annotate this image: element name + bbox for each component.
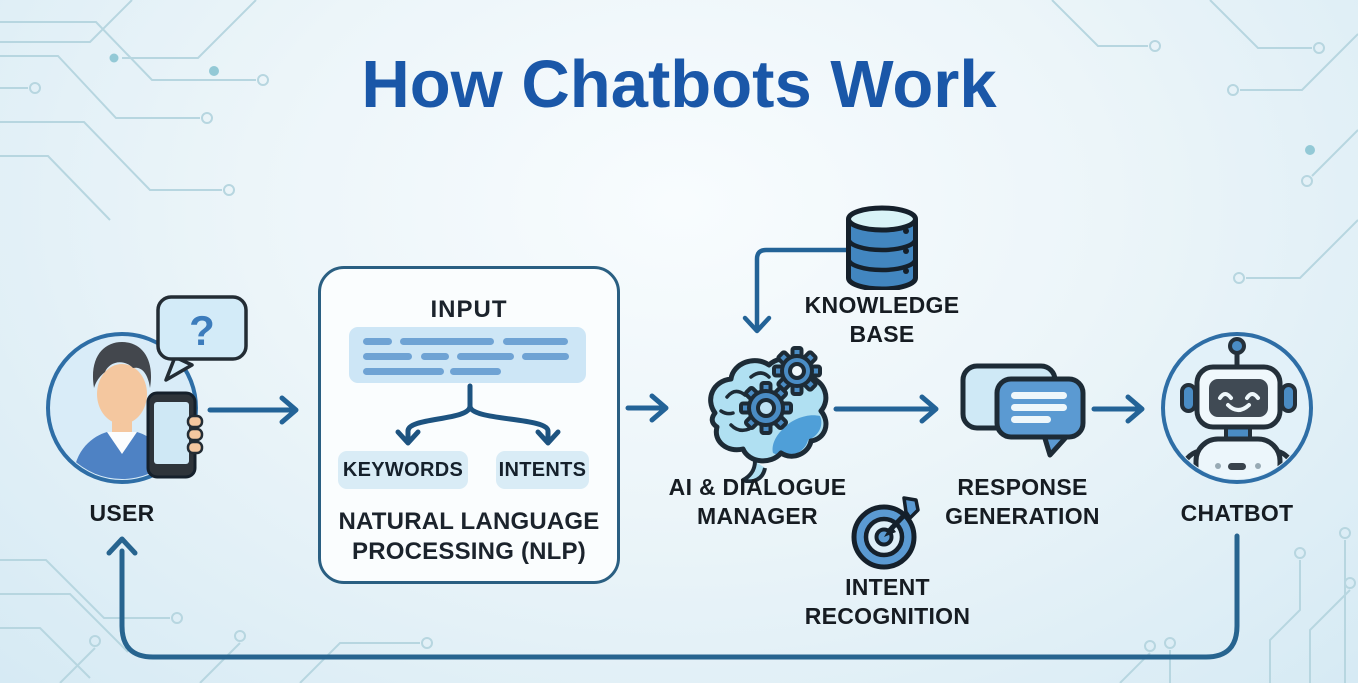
user-with-phone-icon: ? [46,295,248,484]
input-text-line [363,353,412,360]
arrow-knowledge-base-to-ai [742,247,849,334]
arrow-feedback-chatbot-to-user [106,533,1240,660]
input-text-line [450,368,501,375]
input-text-line [421,353,449,360]
input-text-line [363,338,392,345]
antenna-icon [1228,337,1246,355]
input-text-line [503,338,568,345]
response-generation-label: RESPONSE GENERATION [945,474,1100,529]
user-hair [92,342,152,388]
input-text-line [522,353,569,360]
robot-icon [1161,332,1313,484]
circuit-traces-top-left [0,0,269,221]
question-mark: ? [189,307,215,354]
branch-connector [395,383,561,446]
target-dart-icon [851,496,920,570]
user-label: USER [89,500,155,526]
input-text-line [363,368,444,375]
ai-dialogue-manager-label: AI & DIALOGUE MANAGER [668,474,847,529]
input-text-panel [349,327,586,383]
circuit-traces-top-right [1051,0,1358,284]
page-title: How Chatbots Work [361,47,997,122]
arrow-nlp-to-ai [625,393,669,423]
knowledge-base-label: KNOWLEDGE BASE [804,292,960,347]
chatbot-label: CHATBOT [1180,500,1294,526]
input-text-line [457,353,514,360]
intents-pill: INTENTS [496,451,589,489]
question-speech-bubble-icon: ? [156,295,248,382]
gear-icon [772,346,822,396]
brain-gears-icon [708,346,829,483]
keywords-pill: KEYWORDS [338,451,468,489]
gear-icon [739,381,793,435]
arrow-user-to-nlp [207,395,299,425]
phone-icon [146,391,204,479]
chat-bubbles-icon [960,363,1086,458]
input-heading: INPUT [430,296,508,323]
arrow-ai-to-response [833,394,939,424]
nlp-box: INPUT KEYWORDS INTENTS NATURAL LANGUAGE … [318,266,620,584]
arrow-response-to-chatbot [1091,394,1145,424]
circuit-traces-bottom-left [0,559,433,683]
input-text-line [400,338,494,345]
nlp-label: NATURAL LANGUAGE PROCESSING (NLP) [338,508,600,565]
database-icon [846,205,918,290]
intent-recognition-label: INTENT RECOGNITION [804,574,971,629]
